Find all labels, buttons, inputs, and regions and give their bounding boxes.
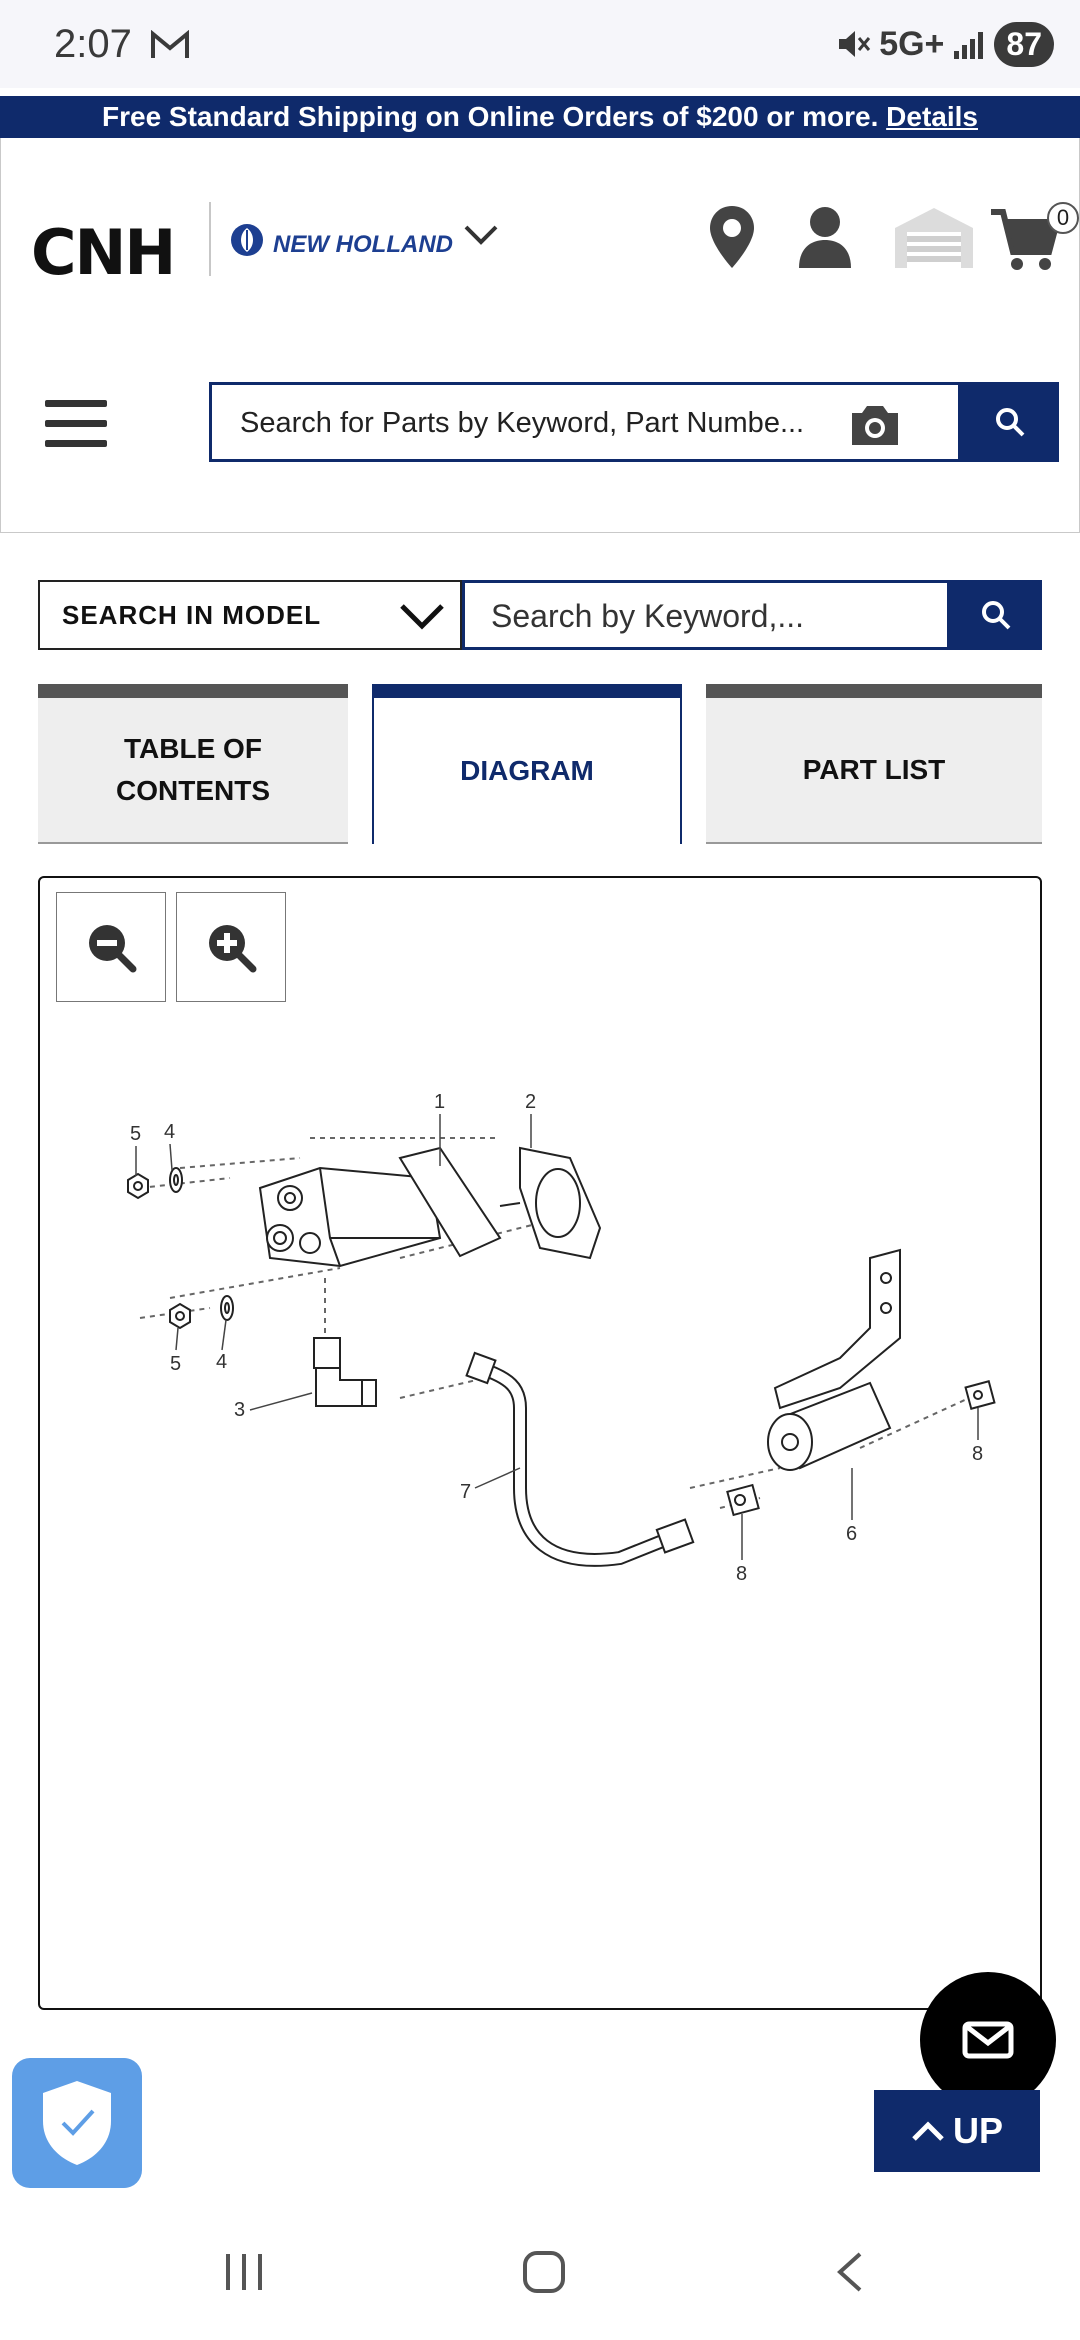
part-search-input[interactable] <box>238 385 822 461</box>
tab-label: DIAGRAM <box>460 755 594 786</box>
status-right: 5G+ 87 <box>835 20 1054 68</box>
callout-4-top: 4 <box>164 1121 175 1143</box>
tab-table-of-contents[interactable]: TABLE OF CONTENTS <box>38 684 348 844</box>
privacy-shield-button[interactable] <box>12 2058 142 2188</box>
chevron-down-icon[interactable] <box>463 224 499 251</box>
parts-diagram[interactable]: 1 2 3 4 4 5 5 6 7 8 8 <box>100 1088 1000 1728</box>
menu-bar <box>45 420 107 427</box>
account-icon[interactable] <box>797 204 853 275</box>
washer-4-top <box>169 1167 183 1193</box>
status-time: 2:07 <box>54 22 132 66</box>
search-icon <box>996 408 1025 437</box>
home-button[interactable] <box>522 2250 566 2299</box>
logo-divider <box>209 202 211 276</box>
mute-icon <box>839 31 871 57</box>
brand-selector[interactable]: NEW HOLLAND <box>229 222 453 268</box>
contact-chat-button[interactable] <box>920 1972 1056 2108</box>
cart-count-badge: 0 <box>1047 202 1079 234</box>
up-label: UP <box>952 2110 1003 2151</box>
promo-text: Free Standard Shipping on Online Orders … <box>102 101 879 132</box>
search-icon <box>982 601 1011 630</box>
promo-details-link[interactable]: Details <box>886 101 978 132</box>
back-button[interactable] <box>830 2250 870 2299</box>
menu-bar <box>45 440 107 447</box>
signal-icon <box>954 32 984 59</box>
callout-3: 3 <box>234 1399 245 1421</box>
recent-apps-button[interactable] <box>222 2250 266 2299</box>
pump-gasket <box>519 1146 602 1260</box>
diagram-panel: 1 2 3 4 4 5 5 6 7 8 8 <box>38 876 1042 2010</box>
brand-name: NEW HOLLAND <box>273 231 453 258</box>
promo-banner: Free Standard Shipping on Online Orders … <box>0 96 1080 138</box>
keyword-search-input[interactable] <box>489 583 933 649</box>
model-select-label: SEARCH IN MODEL <box>62 599 322 630</box>
cart-icon[interactable] <box>989 208 1061 277</box>
callout-2: 2 <box>525 1091 536 1113</box>
callout-6: 6 <box>846 1523 857 1545</box>
hamburger-menu-button[interactable] <box>45 400 107 452</box>
fitting-8-right <box>964 1380 996 1410</box>
callout-5-bottom: 5 <box>170 1353 181 1375</box>
callout-leaders <box>135 1114 979 1560</box>
tab-label: PART LIST <box>802 754 946 785</box>
network-type: 5G+ <box>879 24 945 63</box>
zoom-in-button[interactable] <box>176 892 286 1002</box>
search-button[interactable] <box>961 382 1059 462</box>
search-in-model-dropdown[interactable]: SEARCH IN MODEL <box>38 580 462 650</box>
camera-icon[interactable] <box>848 403 902 452</box>
status-bar: 2:07 5G+ 87 <box>0 0 1080 88</box>
recent-apps-icon <box>226 2254 262 2290</box>
keyword-search-button[interactable] <box>950 580 1042 650</box>
cnh-logo[interactable]: CNH <box>31 216 176 289</box>
envelope-icon <box>962 2021 1014 2059</box>
chevron-up-icon <box>912 2121 944 2141</box>
bracket-roller <box>767 1248 901 1471</box>
callout-5-top: 5 <box>130 1123 141 1145</box>
washer-4-bottom <box>220 1295 234 1321</box>
callout-1: 1 <box>434 1091 445 1113</box>
callout-8-right: 8 <box>972 1443 983 1465</box>
menu-bar <box>45 400 107 407</box>
callout-labels: 1 2 3 4 4 5 5 6 7 8 8 <box>130 1091 983 1585</box>
nut-5-top <box>127 1172 149 1200</box>
callout-7: 7 <box>460 1481 471 1503</box>
back-icon <box>837 2252 862 2292</box>
zoom-in-icon <box>209 925 257 973</box>
garage-icon[interactable] <box>893 206 975 275</box>
system-nav-bar <box>0 2220 1080 2340</box>
site-header: CNH NEW HOLLAND 0 <box>0 138 1080 533</box>
scroll-up-button[interactable]: UP <box>874 2090 1040 2172</box>
location-pin-icon[interactable] <box>707 204 757 275</box>
zoom-out-button[interactable] <box>56 892 166 1002</box>
chevron-down-icon <box>398 602 446 635</box>
gmail-icon <box>150 29 190 69</box>
keyword-search-box <box>462 580 950 650</box>
tab-diagram[interactable]: DIAGRAM <box>372 684 682 844</box>
battery-level: 87 <box>994 21 1054 67</box>
tab-part-list[interactable]: PART LIST <box>706 684 1042 844</box>
home-icon <box>523 2251 565 2293</box>
new-holland-leaf-icon <box>229 222 265 268</box>
elbow-fitting <box>313 1337 377 1407</box>
part-search-box <box>209 382 961 462</box>
tab-label: TABLE OF CONTENTS <box>116 733 270 806</box>
callout-4-bottom: 4 <box>216 1351 227 1373</box>
zoom-out-icon <box>89 925 137 973</box>
shield-check-icon <box>43 2081 111 2165</box>
callout-8-middle: 8 <box>736 1563 747 1585</box>
hydraulic-pump <box>258 1146 521 1268</box>
hydraulic-hose <box>465 1351 695 1567</box>
nut-5-bottom <box>169 1302 191 1330</box>
fitting-8-middle <box>726 1483 760 1517</box>
